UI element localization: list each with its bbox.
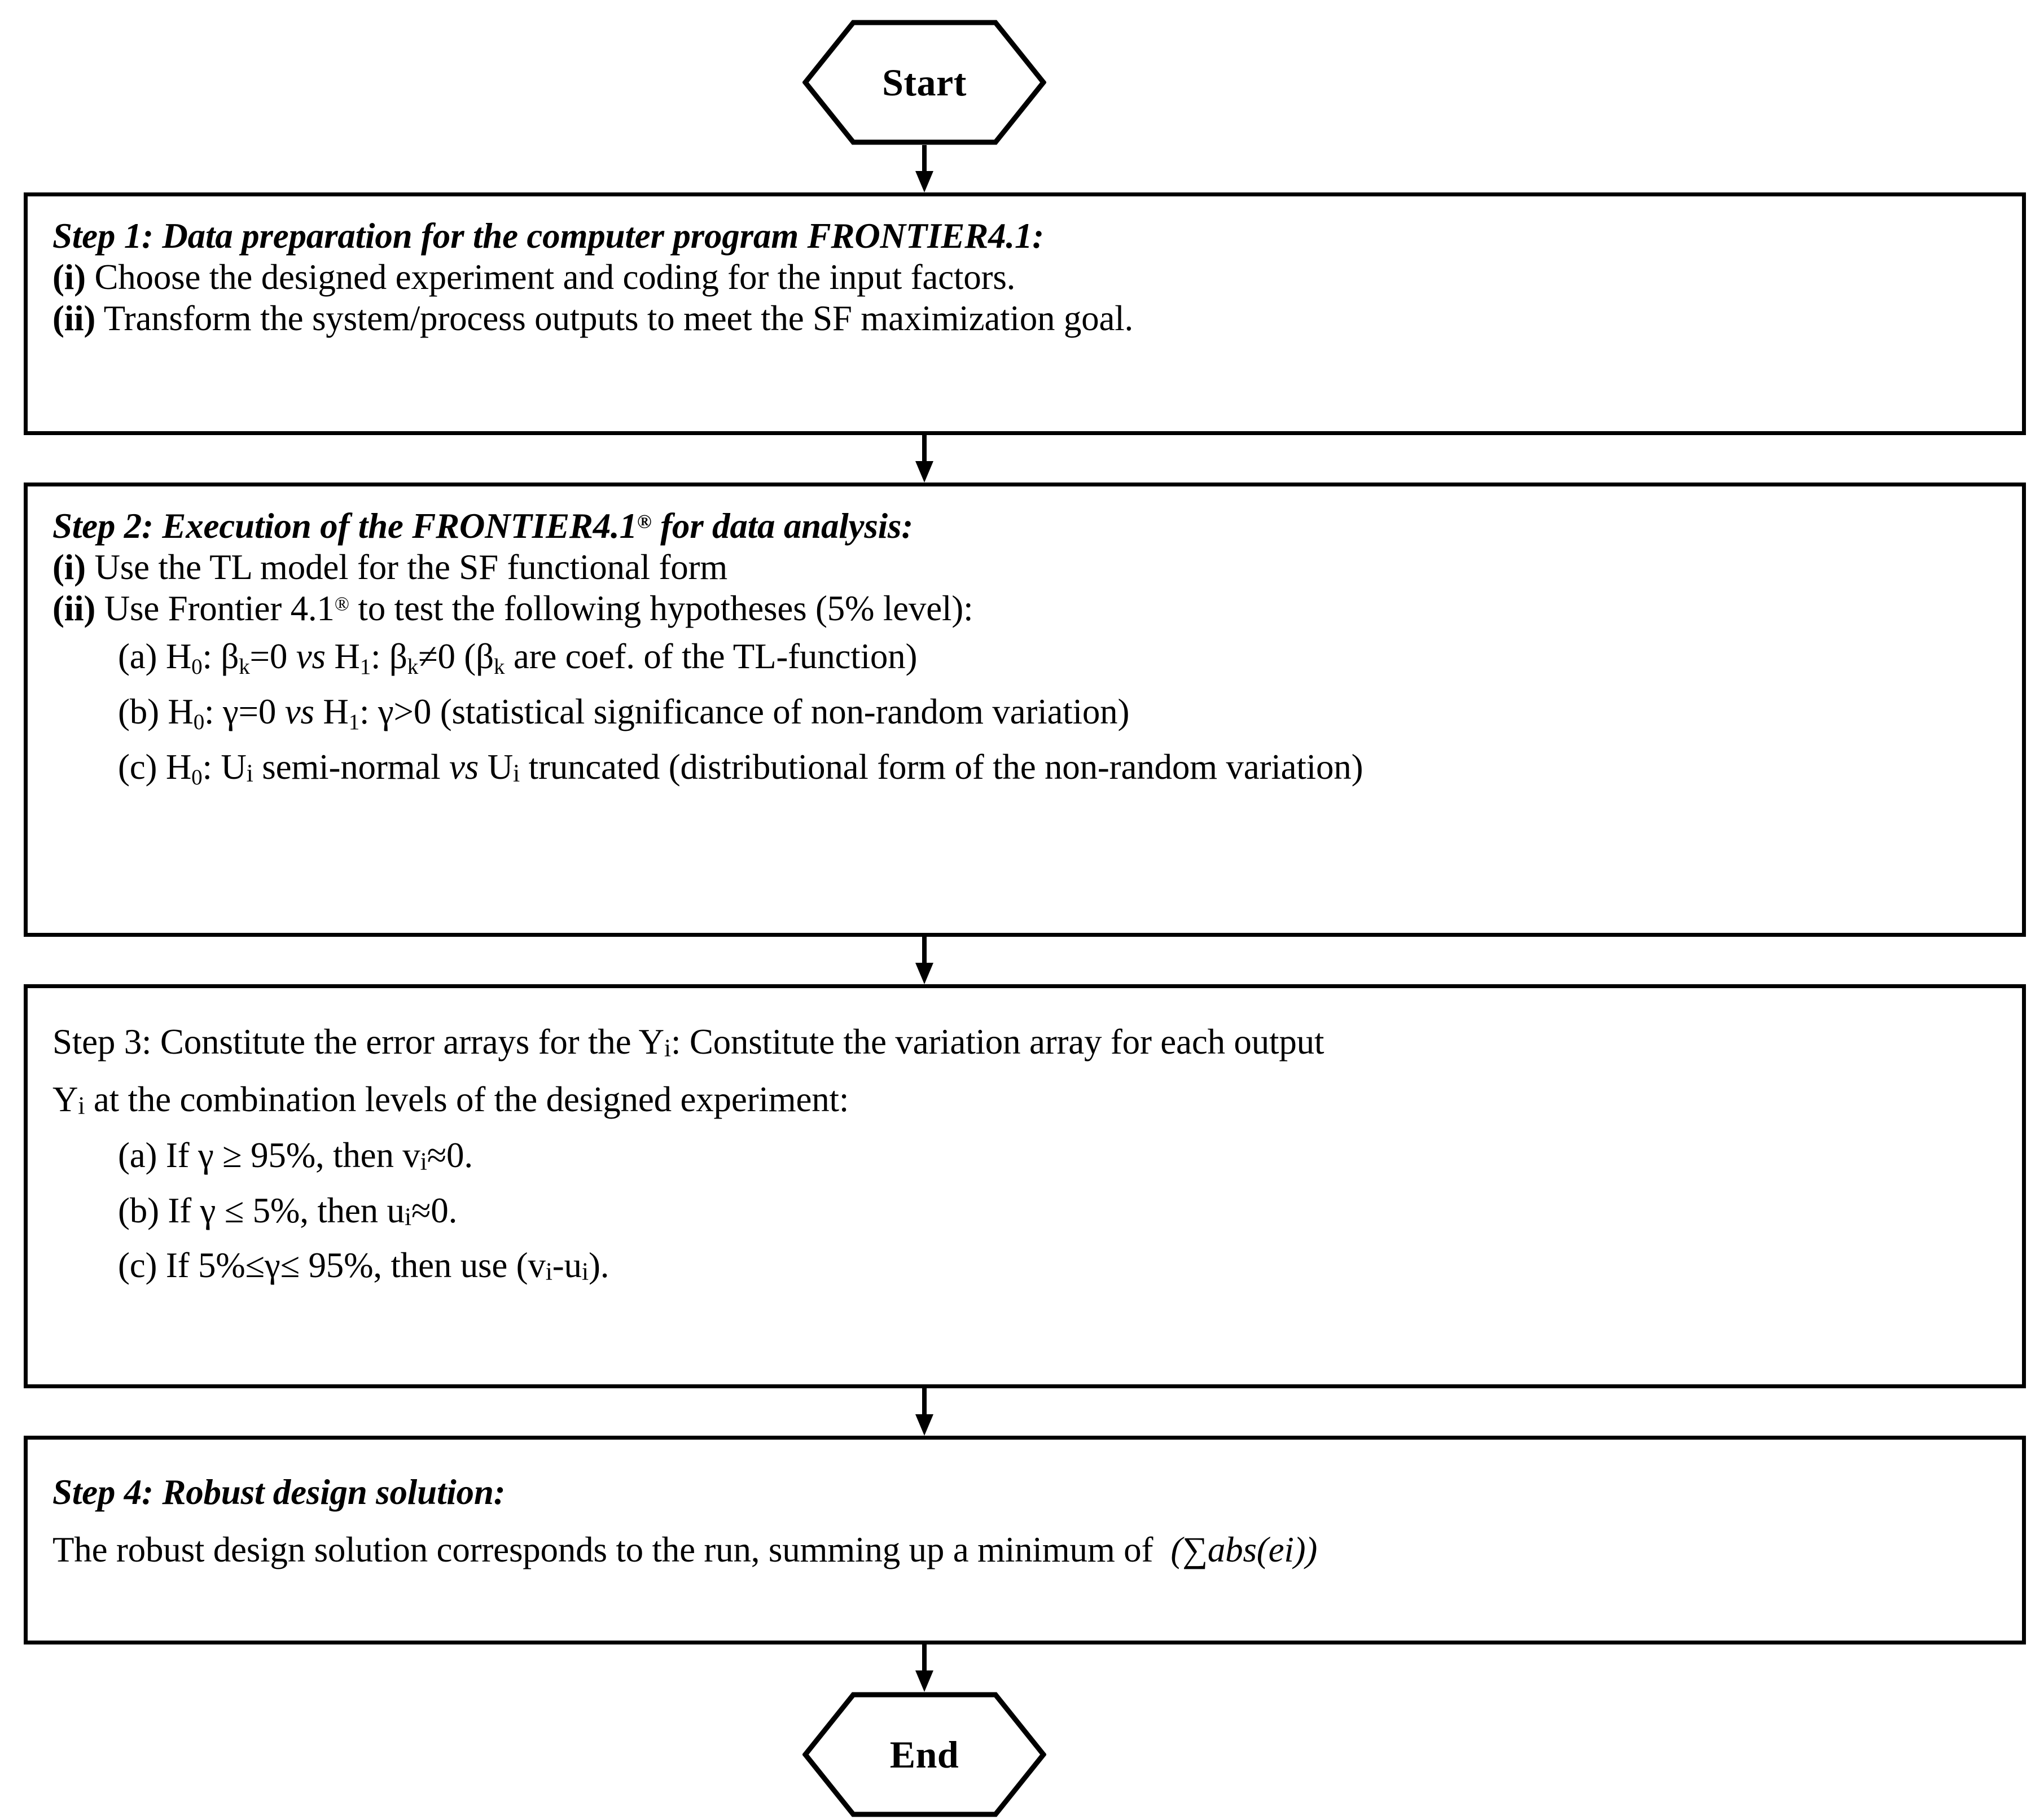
node-end-label: End — [889, 1733, 959, 1776]
arrow-down-icon — [915, 1644, 933, 1692]
step3-heading: Step 3: Constitute the error arrays for … — [52, 1013, 1997, 1071]
edge-step4-to-end — [914, 1644, 935, 1692]
step4-formula: (∑abs(ei)) — [1170, 1530, 1318, 1570]
step4-body-prefix: The robust design solution corresponds t… — [52, 1530, 1153, 1570]
registered-icon: ® — [334, 593, 349, 615]
step4-heading: Step 4: Robust design solution: — [52, 1472, 506, 1512]
step1-item-1-text: Choose the designed experiment and codin… — [94, 257, 1016, 297]
step3-rule-a: (a) If γ ≥ 95%, then vi≈0. — [118, 1135, 473, 1176]
step2-heading: Step 2: Execution of the FRONTIER4.1® fo… — [52, 506, 914, 546]
step2-hypothesis-a: (a) H0: βk=0 vs H1: βk≠0 (βk are coef. o… — [118, 637, 918, 679]
node-end[interactable]: End — [802, 1692, 1046, 1817]
step2-item-2: (ii) Use Frontier 4.1® to test the follo… — [52, 589, 973, 629]
registered-icon: ® — [637, 511, 652, 533]
step4-body: The robust design solution corresponds t… — [52, 1521, 1997, 1578]
step1-heading: Step 1: Data preparation for the compute… — [52, 216, 1044, 256]
node-step1[interactable]: Step 1: Data preparation for the compute… — [24, 192, 2026, 435]
step3-heading-tail: Constitute the variation array for each … — [689, 1022, 1324, 1062]
step3-rule-b: (b) If γ ≤ 5%, then ui≈0. — [118, 1190, 458, 1231]
hexagon-shape — [802, 1692, 1046, 1817]
step4-content: Step 4: Robust design solution: The robu… — [28, 1440, 2022, 1595]
node-step4[interactable]: Step 4: Robust design solution: The robu… — [24, 1436, 2026, 1644]
step2-hypothesis-b: (b) H0: γ=0 vs H1: γ>0 (statistical sign… — [118, 691, 1130, 735]
step2-hypothesis-c: (c) H0: Ui semi-normal vs Ui truncated (… — [118, 747, 1363, 790]
step1-item-1: (i) Choose the designed experiment and c… — [52, 257, 1997, 298]
step1-item-2-marker: (ii) — [52, 299, 96, 339]
step3-content: Step 3: Constitute the error arrays for … — [28, 988, 2022, 1310]
step1-item-2-text: Transform the system/process outputs to … — [103, 299, 1134, 339]
arrow-down-icon — [915, 1388, 933, 1436]
step3-heading-bold: Step 3: Constitute the error arrays for … — [52, 1022, 681, 1062]
step2-item-1-marker: (i) — [52, 547, 86, 587]
step1-item-1-marker: (i) — [52, 257, 86, 297]
step2-item-1: (i) Use the TL model for the SF function… — [52, 547, 1997, 588]
node-start-label: Start — [882, 60, 967, 104]
edge-step2-to-step3 — [914, 937, 935, 984]
step2-item-2-marker: (ii) — [52, 589, 96, 629]
arrow-down-icon — [915, 435, 933, 483]
node-start[interactable]: Start — [802, 20, 1046, 145]
node-step3[interactable]: Step 3: Constitute the error arrays for … — [24, 984, 2026, 1388]
step1-content: Step 1: Data preparation for the compute… — [28, 196, 2022, 356]
step3-second-line: Yi at the combination levels of the desi… — [52, 1080, 849, 1120]
edge-step1-to-step2 — [914, 435, 935, 483]
step2-item-1-text: Use the TL model for the SF functional f… — [94, 547, 728, 587]
step2-content: Step 2: Execution of the FRONTIER4.1® fo… — [28, 486, 2022, 812]
edge-step3-to-step4 — [914, 1388, 935, 1436]
node-step2[interactable]: Step 2: Execution of the FRONTIER4.1® fo… — [24, 483, 2026, 937]
arrow-down-icon — [915, 937, 933, 984]
step3-rule-c: (c) If 5%≤γ≤ 95%, then use (vi-ui). — [118, 1246, 609, 1286]
arrow-down-icon — [915, 145, 933, 192]
step1-item-2: (ii) Transform the system/process output… — [52, 298, 1997, 339]
hexagon-shape — [802, 20, 1046, 145]
edge-start-to-step1 — [914, 145, 935, 192]
